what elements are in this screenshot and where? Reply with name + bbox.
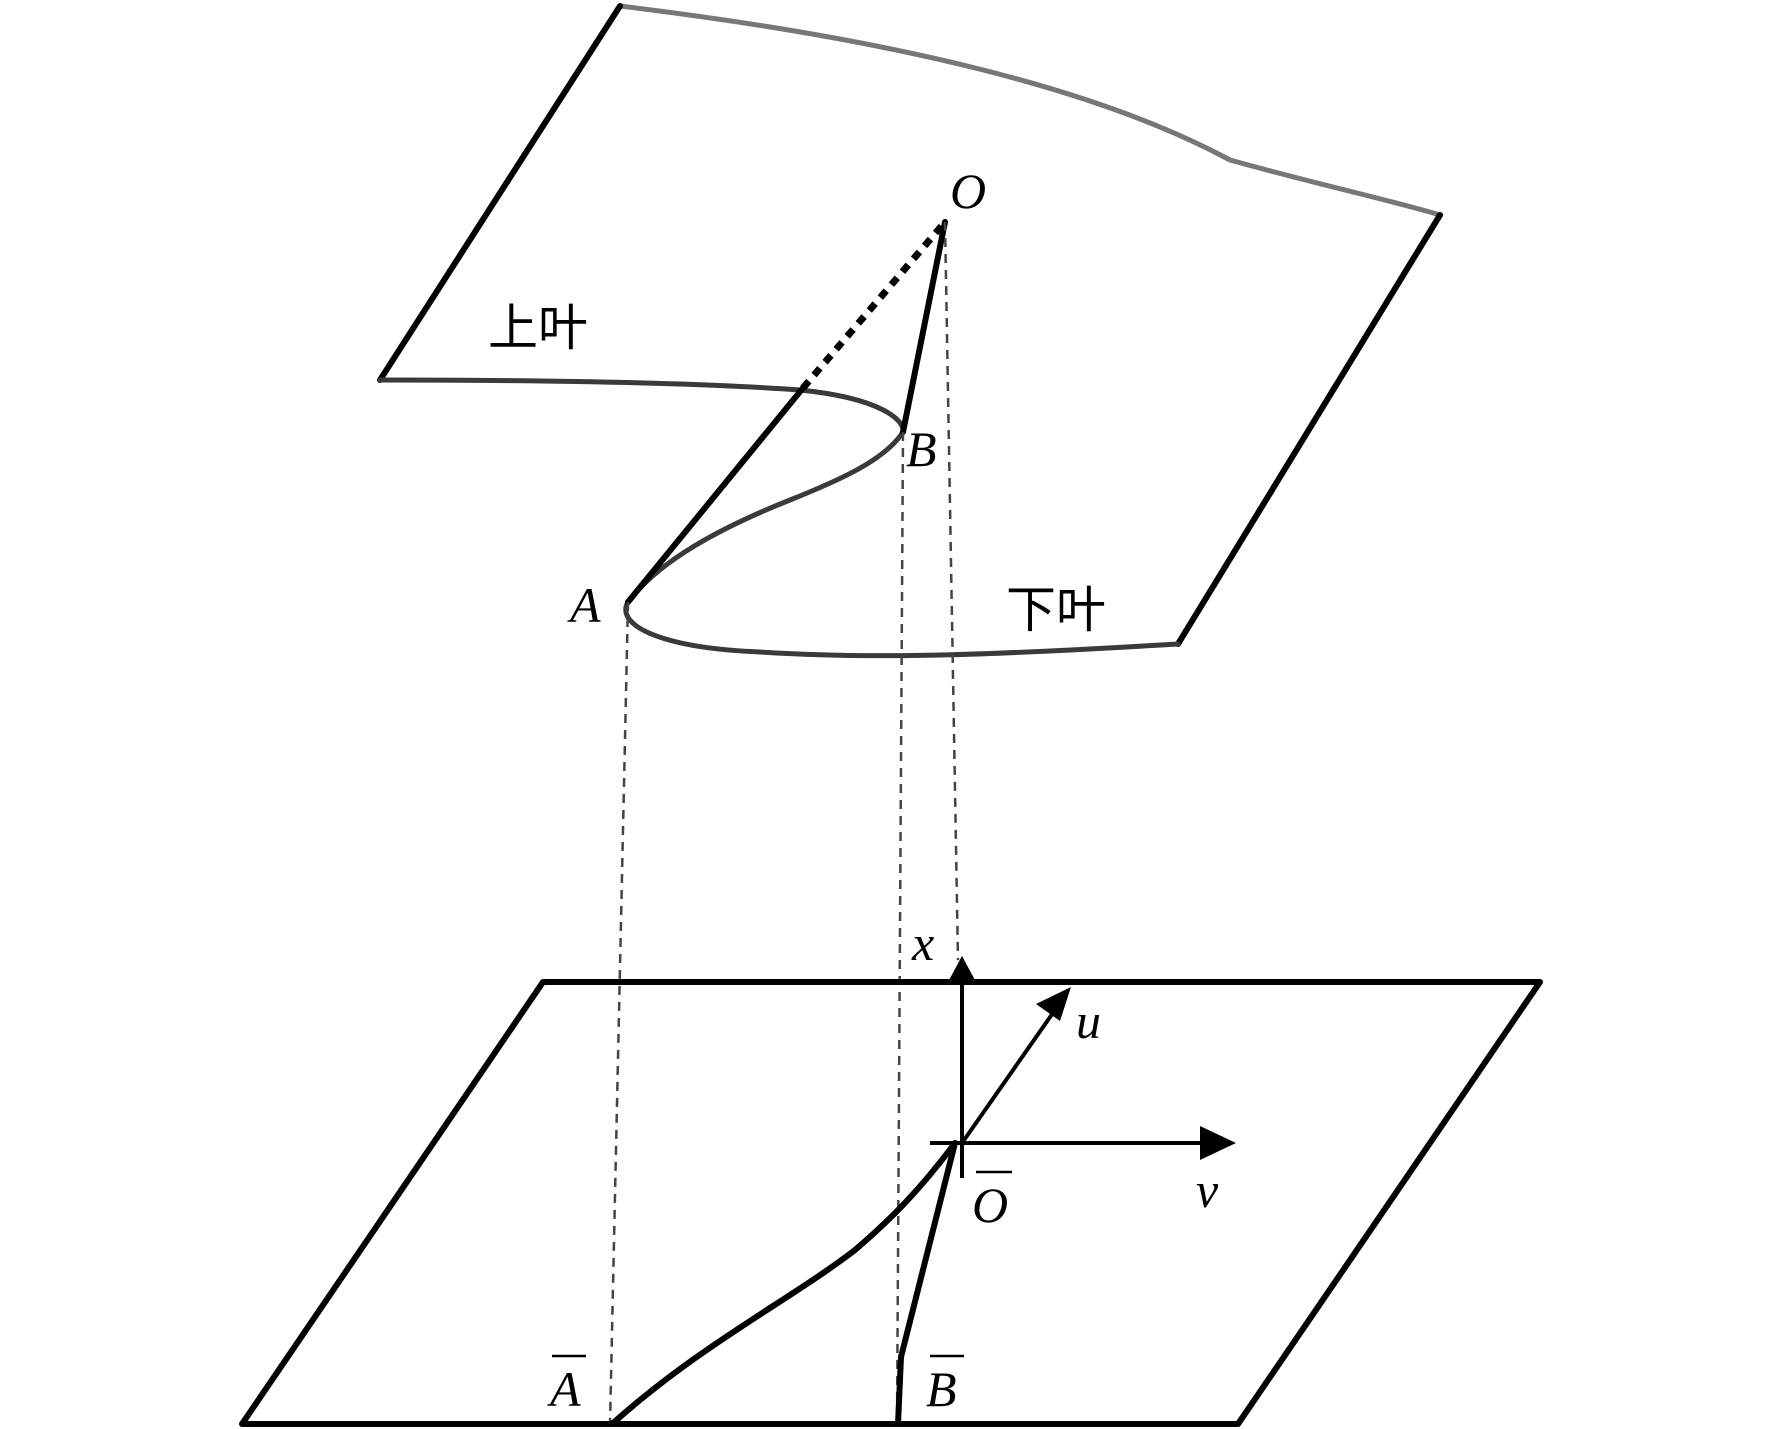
label-axis-u: u xyxy=(1076,993,1101,1049)
label-axis-x: x xyxy=(911,915,934,971)
fold-line-A xyxy=(625,385,806,605)
projection-line-B xyxy=(895,431,905,1425)
lower-leaf-edge xyxy=(623,599,1181,659)
labels: 上叶 下叶 O B A x u v O A B xyxy=(488,163,1219,1417)
cusp-curve-right xyxy=(895,1140,958,1427)
coordinate-axes xyxy=(930,956,1236,1178)
label-proj-B: B xyxy=(926,1361,957,1417)
projection-line-O xyxy=(943,221,960,961)
label-point-O: O xyxy=(950,163,986,219)
surface-back-edge xyxy=(617,3,1443,218)
projection-lines xyxy=(608,221,960,1425)
control-plane-outline xyxy=(239,979,1543,1427)
label-point-B: B xyxy=(906,421,937,477)
control-plane xyxy=(239,979,1543,1427)
label-proj-O: O xyxy=(972,1177,1008,1233)
hidden-fold-line xyxy=(800,219,948,391)
label-axis-v: v xyxy=(1196,1162,1219,1218)
projection-line-A xyxy=(608,601,630,1425)
label-point-A: A xyxy=(567,577,601,633)
line-OB xyxy=(900,219,948,435)
cusp-curve-left xyxy=(609,1140,958,1427)
fold-surface xyxy=(377,3,1443,659)
surface-left-edge xyxy=(377,3,623,383)
label-proj-A: A xyxy=(547,1361,581,1417)
label-lower-leaf: 下叶 xyxy=(1006,581,1106,639)
u-axis-line xyxy=(960,1008,1057,1145)
x-axis-arrow-icon xyxy=(948,956,976,982)
u-axis-arrow-icon xyxy=(1036,987,1071,1021)
fold-curve-BA xyxy=(625,429,906,605)
upper-leaf-edge xyxy=(377,377,906,435)
label-upper-leaf: 上叶 xyxy=(488,299,588,357)
surface-right-edge xyxy=(1175,212,1443,647)
v-axis-arrow-icon xyxy=(1200,1126,1236,1160)
